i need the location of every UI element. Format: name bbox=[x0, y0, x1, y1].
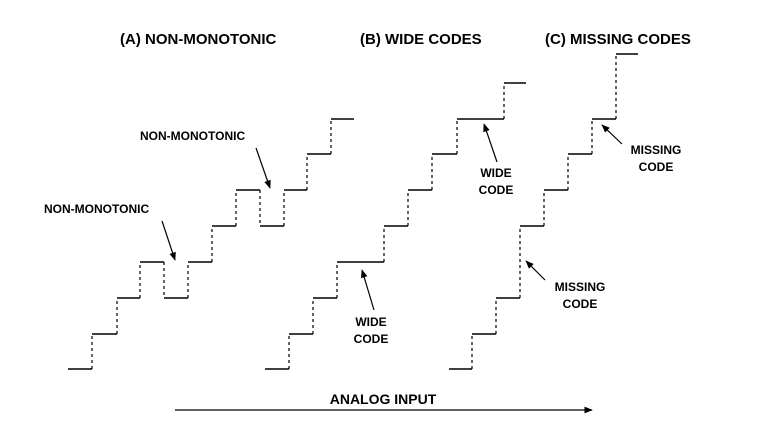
panel-b-staircase bbox=[265, 82, 526, 370]
analog-input-label: ANALOG INPUT bbox=[330, 391, 437, 407]
panel-c-annotation-lower-line1: MISSING bbox=[555, 280, 606, 294]
panel-a-annotation-upper: NON-MONOTONIC bbox=[140, 129, 245, 143]
panel-a-arrow-upper bbox=[255, 147, 271, 189]
panel-b-annotation-lower-line2: CODE bbox=[354, 332, 389, 346]
panel-c-annotation-upper-line1: MISSING bbox=[631, 143, 682, 157]
panel-a-title: (A) NON-MONOTONIC bbox=[120, 31, 277, 48]
panel-b-annotation-lower-line1: WIDE bbox=[355, 315, 386, 329]
panel-b-title: (B) WIDE CODES bbox=[360, 31, 482, 48]
panel-c-staircase bbox=[449, 53, 638, 370]
panel-c-arrow-upper bbox=[601, 124, 623, 145]
panel-a-arrow-lower bbox=[161, 220, 176, 261]
panel-b-arrow-upper bbox=[483, 123, 498, 163]
panel-b-annotation-upper-line1: WIDE bbox=[480, 166, 511, 180]
panel-c-arrow-lower bbox=[525, 260, 546, 281]
panel-b-annotation-upper-line2: CODE bbox=[479, 183, 514, 197]
panel-c-annotation-lower-line2: CODE bbox=[563, 297, 598, 311]
panel-a-annotation-lower: NON-MONOTONIC bbox=[44, 202, 149, 216]
panel-b-arrow-lower bbox=[360, 269, 375, 311]
panel-a-staircase bbox=[68, 118, 354, 370]
panel-c-annotation-upper-line2: CODE bbox=[639, 160, 674, 174]
panel-c-title: (C) MISSING CODES bbox=[545, 31, 691, 48]
